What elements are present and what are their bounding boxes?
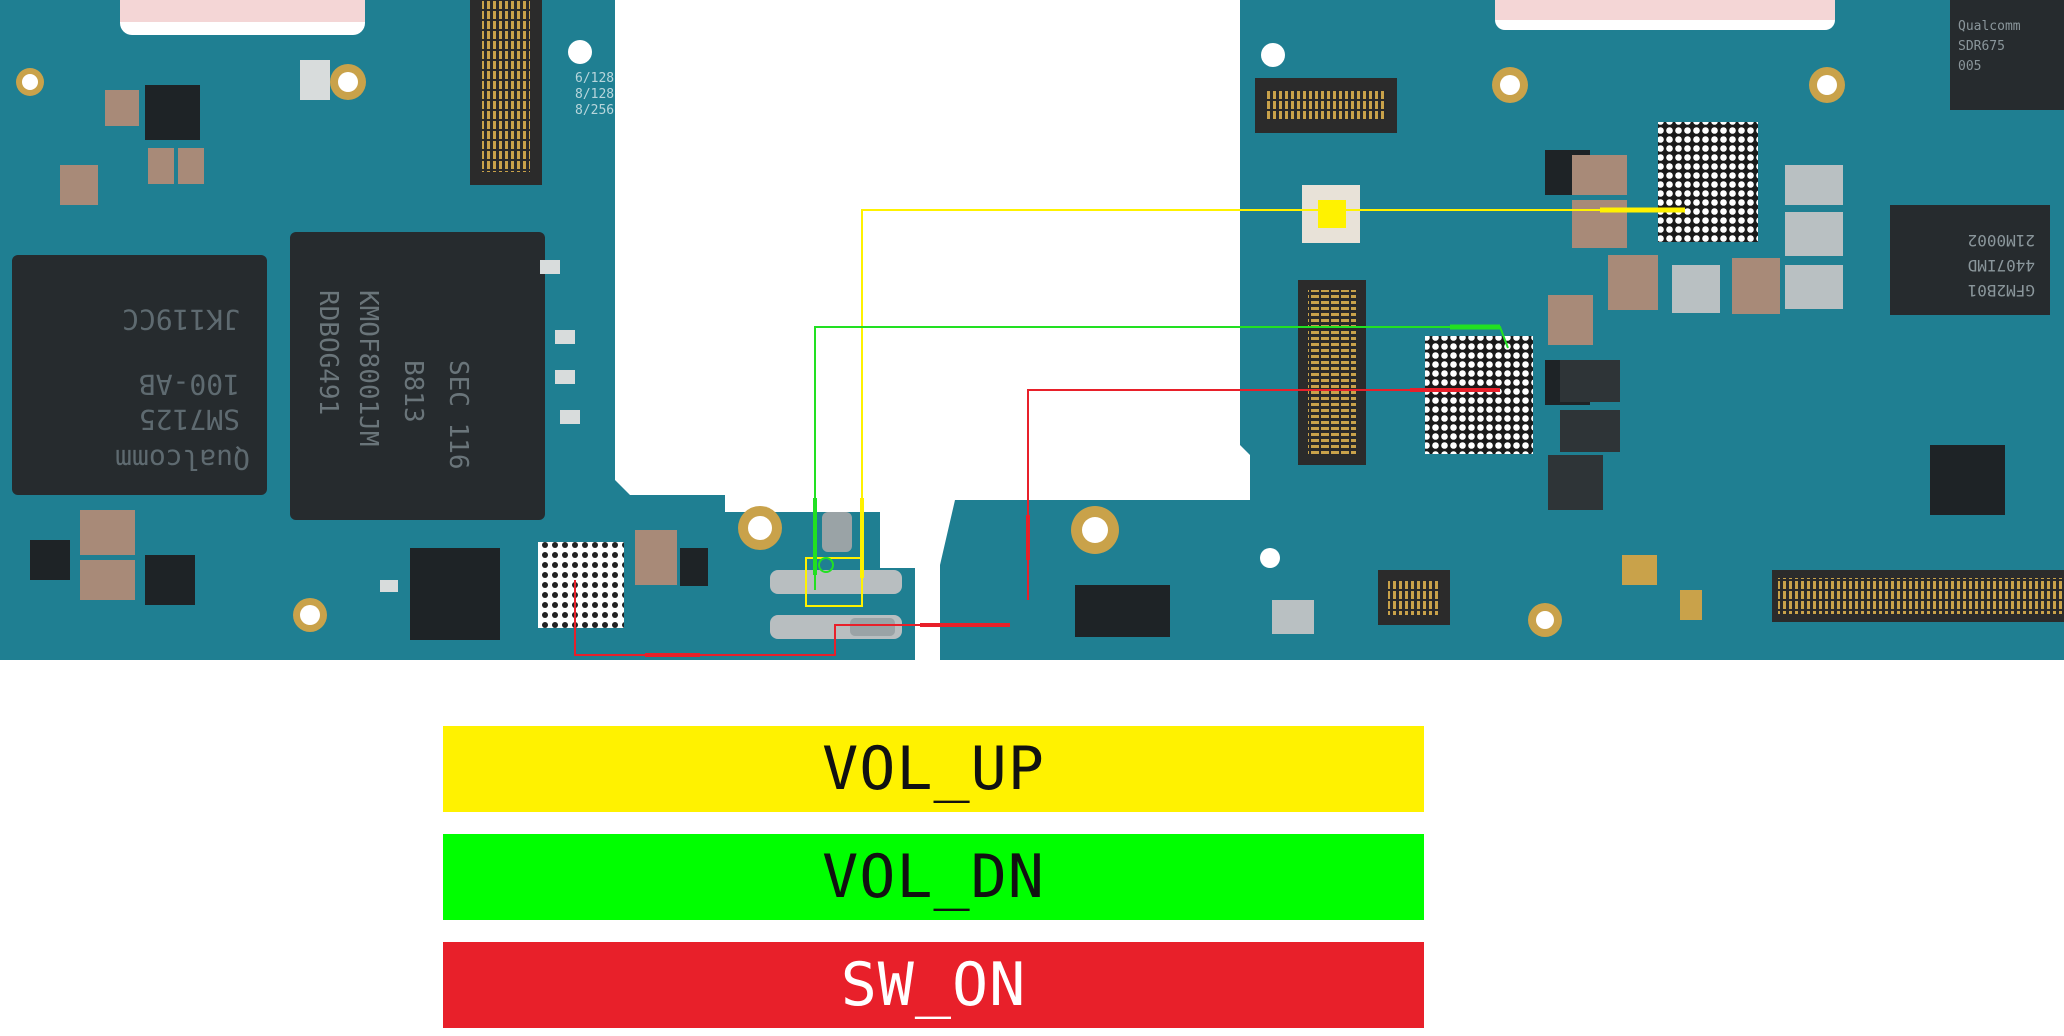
trace-vol-dn <box>813 324 1509 590</box>
legend-vol-up: VOL_UP <box>443 726 1424 812</box>
left-mem-label-1: SEC 116 <box>443 360 473 470</box>
trace-sw-on <box>574 388 1500 657</box>
right-top-label-1: Qualcomm <box>1958 19 2021 34</box>
right-chip-label-2: 4407IMD <box>1968 256 2035 275</box>
right-chip-label-1: GFM2B01 <box>1968 281 2035 300</box>
right-top-label-2: SDR675 <box>1958 39 2005 54</box>
left-mem-label-2: B813 <box>398 360 428 423</box>
left-soc-label-3: 100-AB <box>139 368 240 401</box>
left-soc-label-1: Qualcomm <box>115 443 250 476</box>
right-chip-label-3: 21M0002 <box>1968 231 2035 250</box>
left-board: Qualcomm SM7125 100-AB JK119CC SEC 116 B… <box>0 0 915 660</box>
left-mem-label-3: KMOF8001JM <box>353 290 383 447</box>
right-top-label-3: 005 <box>1958 59 1981 74</box>
variant-label-1: 6/128 <box>575 71 614 86</box>
legend-vol-up-label: VOL_UP <box>822 734 1045 804</box>
left-soc-label-4: JK119CC <box>122 303 240 336</box>
legend-vol-dn: VOL_DN <box>443 834 1424 920</box>
variant-label-2: 8/128 <box>575 87 614 102</box>
left-mem-label-4: RDBOG491 <box>313 290 343 415</box>
legend-sw-on-label: SW_ON <box>840 950 1027 1020</box>
trace-vol-up <box>805 207 1685 607</box>
legend-vol-dn-label: VOL_DN <box>822 842 1045 912</box>
left-soc-label-2: SM7125 <box>139 403 240 436</box>
legend-sw-on: SW_ON <box>443 942 1424 1028</box>
variant-label-3: 8/256 <box>575 103 614 118</box>
